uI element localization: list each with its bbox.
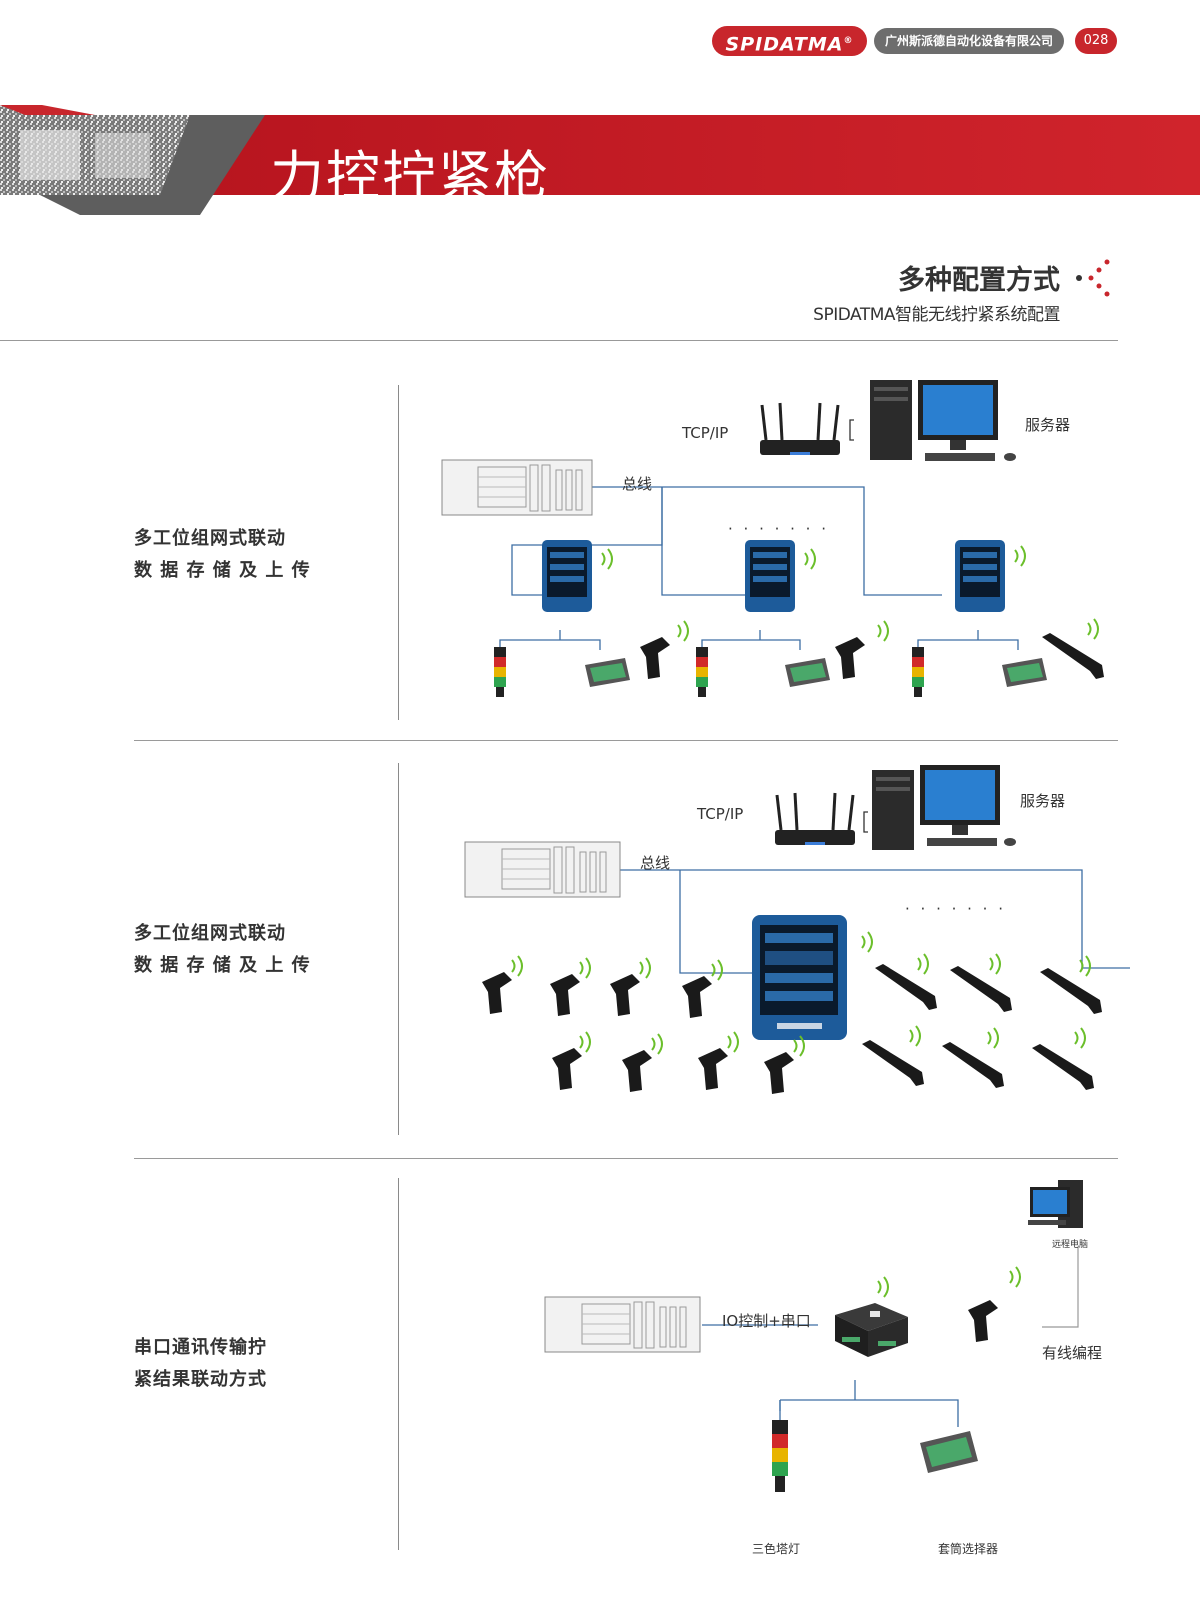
row2-tcp-label: TCP/IP: [697, 805, 744, 823]
serial-gateway-icon: [835, 1303, 908, 1357]
server-computer-icon: [870, 380, 1016, 461]
row1-ellipsis: · · · · · · ·: [728, 520, 829, 538]
router-icon: [775, 792, 855, 845]
server-computer-icon: [872, 765, 1016, 850]
row3-light-label: 三色塔灯: [752, 1542, 801, 1556]
pistol-tool-icon: [682, 976, 712, 1018]
pistol-tool-icon: [482, 972, 512, 1014]
pistol-tool-1-icon: [640, 637, 670, 679]
controller-2-icon: [745, 540, 795, 612]
pistol-tool-icon: [552, 1048, 582, 1090]
row3-vline: [398, 1178, 399, 1550]
section-divider: [0, 340, 1118, 341]
row2-ellipsis: · · · · · · ·: [905, 900, 1006, 918]
row1-tcp-label: TCP/IP: [682, 424, 729, 442]
row2-label: 多工位组网式联动 数 据 存 储 及 上 传: [134, 923, 311, 976]
angle-tool-icon: [1042, 633, 1104, 679]
row2-server-label: 服务器: [1020, 792, 1066, 810]
plc-controller-icon: [441, 459, 593, 516]
wifi-signal-icon: [877, 1266, 1021, 1298]
brand-logo: SPIDATMA®: [712, 26, 867, 56]
row3-wired-label: 有线编程: [1042, 1344, 1103, 1362]
row3-selector-label: 套筒选择器: [938, 1542, 999, 1556]
row3-io-label: IO控制+串口: [722, 1312, 811, 1330]
row2-divider: [134, 1158, 1118, 1159]
angle-tool-icon: [950, 966, 1012, 1012]
angle-tool-icon: [942, 1042, 1004, 1088]
row3-diagram: [544, 1180, 1083, 1492]
row1-diagram: [441, 380, 1104, 697]
row2-vline: [398, 763, 399, 1135]
page-number: 028: [1075, 28, 1117, 54]
pistol-tool-icon: [550, 974, 580, 1016]
row1-divider: [134, 740, 1118, 741]
controller-icon: [752, 915, 847, 1040]
angle-tool-icon: [1040, 968, 1102, 1014]
dots-ornament-icon: [1076, 259, 1110, 297]
wifi-signal-icon: [601, 545, 1099, 642]
tower-light-icon: [772, 1420, 788, 1492]
angle-tool-icon: [875, 964, 937, 1010]
socket-selector-2-icon: [785, 658, 830, 687]
row2-diagram: [464, 765, 1130, 1094]
controller-3-icon: [955, 540, 1005, 612]
row2-bus-label: 总线: [640, 854, 671, 872]
pistol-tool-icon: [968, 1300, 998, 1342]
tower-light-2-icon: [696, 647, 708, 697]
tower-light-3-icon: [912, 647, 924, 697]
remote-computer-icon: [1028, 1180, 1083, 1228]
row1-label: 多工位组网式联动 数 据 存 储 及 上 传: [134, 528, 311, 581]
row3-label: 串口通讯传输拧 紧结果联动方式: [134, 1337, 267, 1390]
socket-selector-icon: [920, 1431, 978, 1473]
pistol-tool-icon: [622, 1050, 652, 1092]
row1-vline: [398, 385, 399, 720]
pistol-tool-2-icon: [835, 637, 865, 679]
socket-selector-1-icon: [585, 658, 630, 687]
row3-remote-label: 远程电脑: [1052, 1240, 1089, 1250]
title-banner: [0, 105, 1200, 215]
angle-tool-icon: [862, 1040, 924, 1086]
page-title: 力控拧紧枪: [270, 145, 550, 208]
tower-light-1-icon: [494, 647, 506, 697]
row1-bus-label: 总线: [622, 475, 653, 493]
company-name: 广州斯派德自动化设备有限公司: [874, 28, 1064, 54]
pistol-tool-icon: [764, 1052, 794, 1094]
pistol-tool-icon: [698, 1048, 728, 1090]
plc-controller-icon: [464, 841, 621, 898]
controller-1-icon: [542, 540, 592, 612]
router-icon: [760, 402, 840, 455]
row1-server-label: 服务器: [1025, 416, 1071, 434]
pistol-tool-icon: [610, 974, 640, 1016]
wifi-signal-icon: [511, 931, 1091, 1057]
plc-controller-icon: [544, 1296, 701, 1353]
socket-selector-3-icon: [1002, 658, 1047, 687]
angle-tool-icon: [1032, 1044, 1094, 1090]
section-title: 多种配置方式: [898, 265, 1060, 296]
section-subtitle: SPIDATMA智能无线拧紧系统配置: [813, 305, 1060, 325]
